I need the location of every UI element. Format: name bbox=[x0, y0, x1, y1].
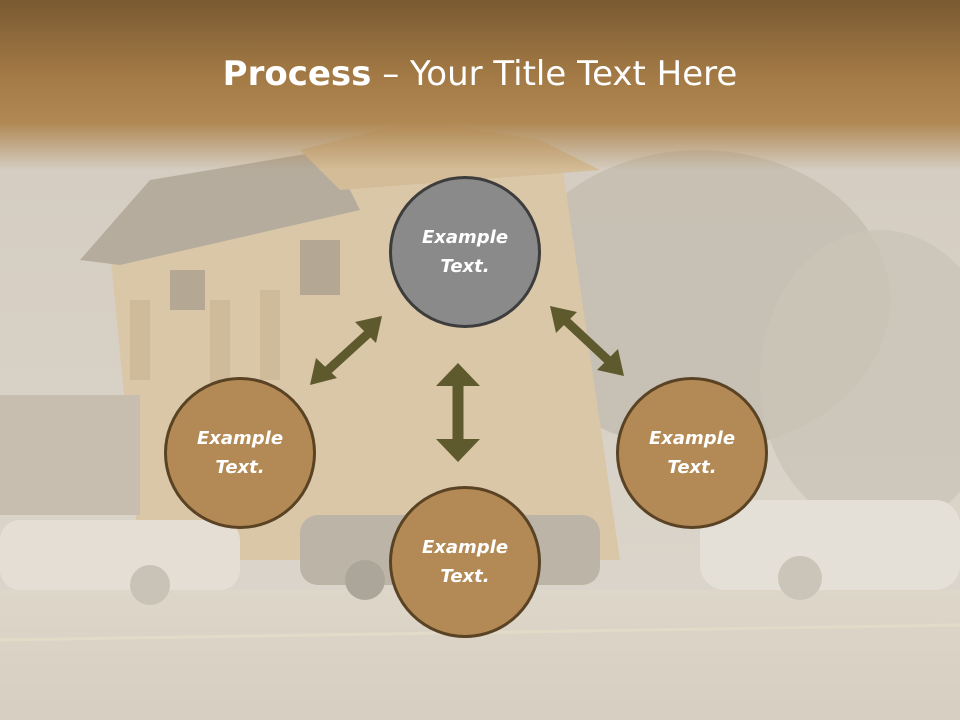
node-top-label: Example Text. bbox=[421, 227, 509, 277]
arrow-top-left bbox=[310, 316, 382, 385]
node-top: Example Text. bbox=[389, 176, 541, 328]
slide-title: Process – Your Title Text Here bbox=[0, 52, 960, 96]
title-band bbox=[0, 0, 960, 170]
node-left: Example Text. bbox=[164, 377, 316, 529]
node-right-label: Example Text. bbox=[648, 428, 736, 478]
node-right: Example Text. bbox=[616, 377, 768, 529]
node-left-label: Example Text. bbox=[196, 428, 284, 478]
arrow-top-right bbox=[550, 306, 624, 376]
node-bottom: Example Text. bbox=[389, 486, 541, 638]
title-dash: – bbox=[371, 54, 411, 94]
node-bottom-label: Example Text. bbox=[421, 537, 509, 587]
title-rest: Your Title Text Here bbox=[410, 54, 738, 94]
arrow-vertical bbox=[436, 363, 480, 462]
title-strong: Process bbox=[222, 54, 372, 94]
